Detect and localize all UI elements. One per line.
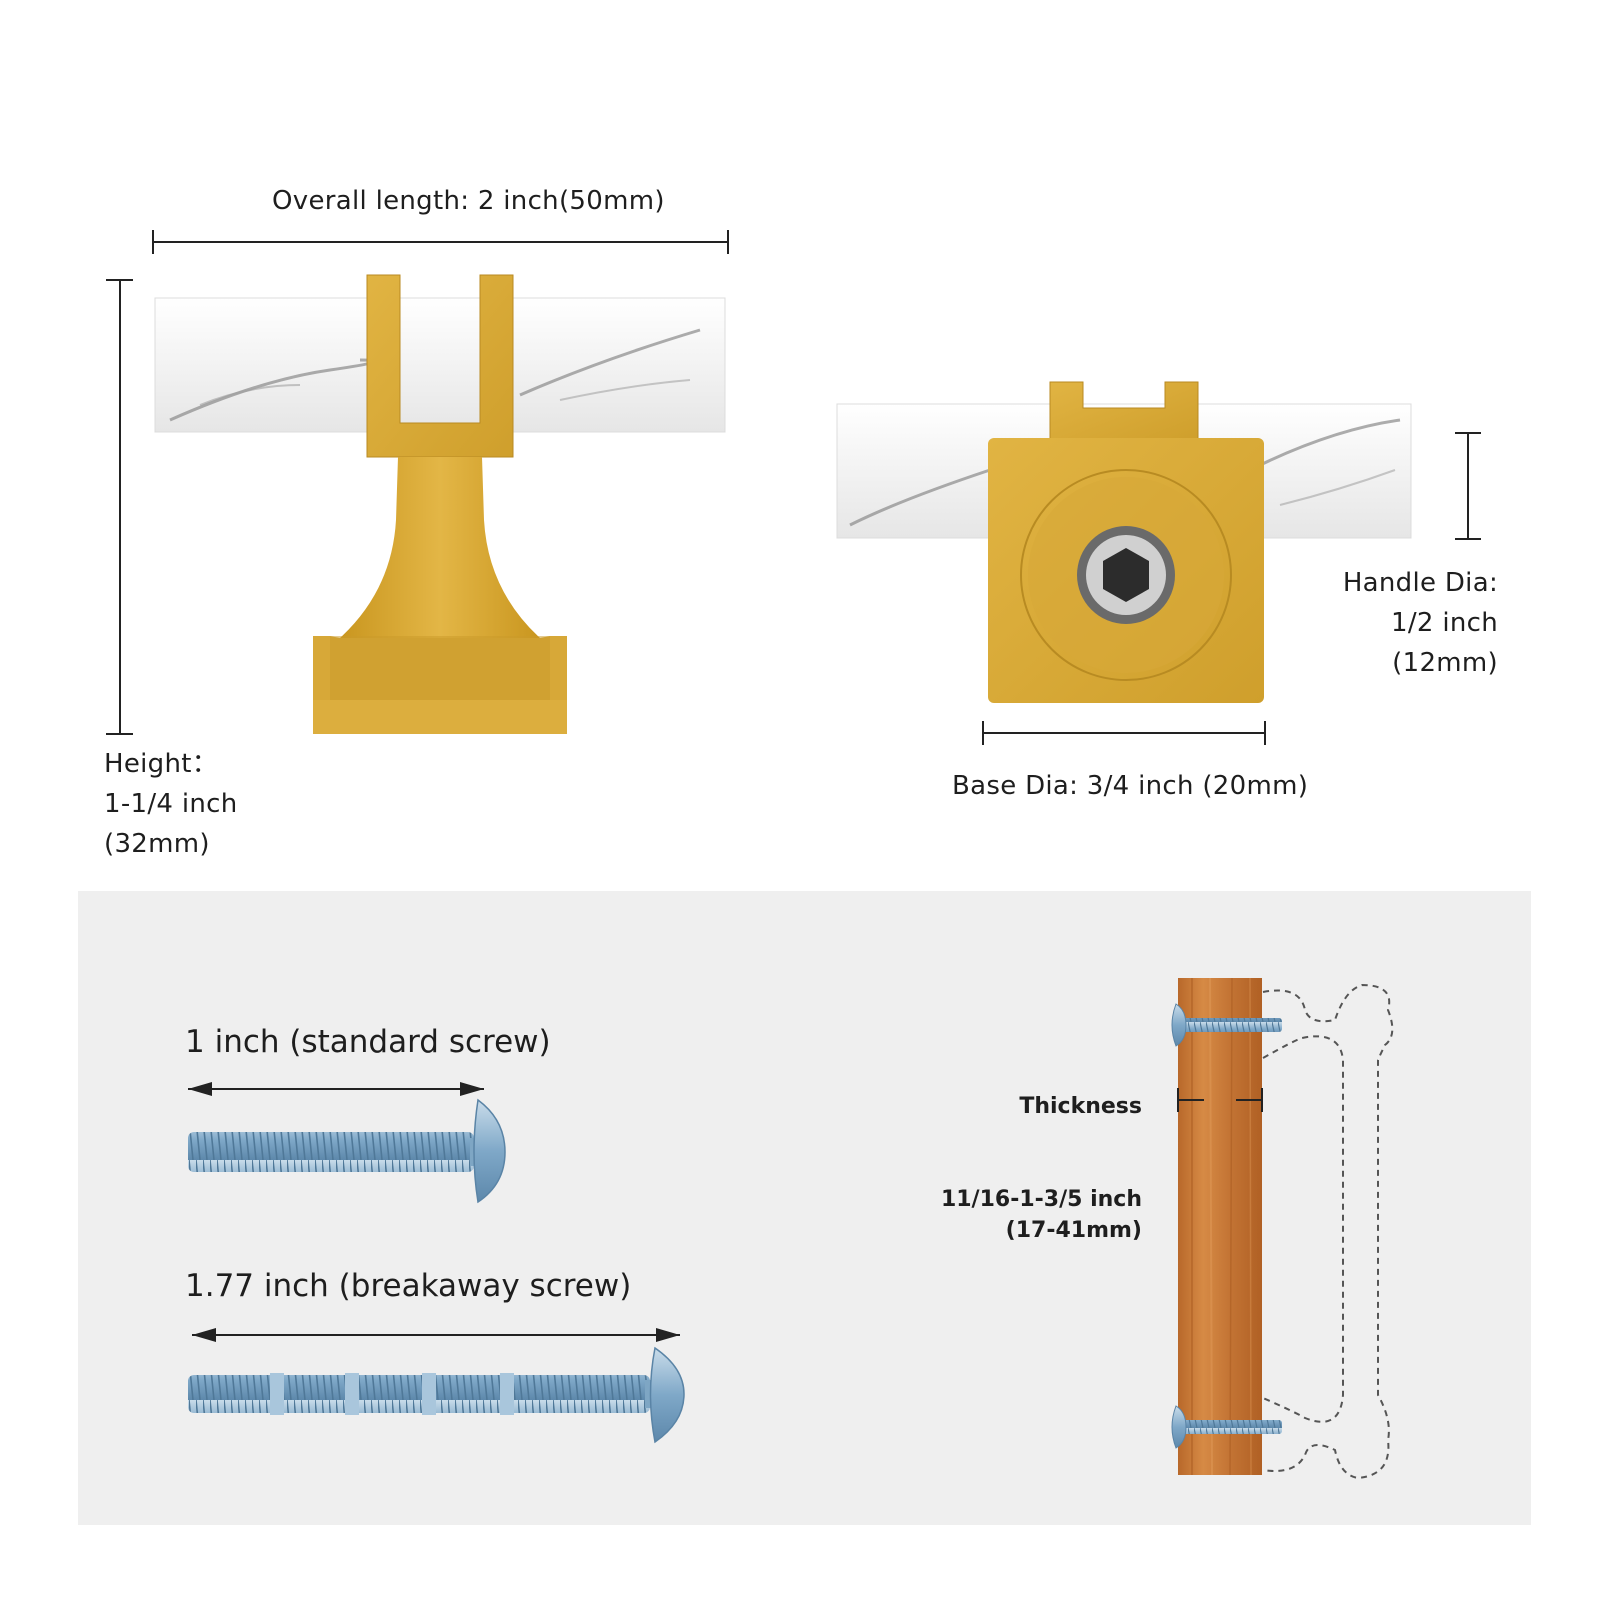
- breakaway-screw: [188, 1328, 685, 1444]
- standard-screw: [188, 1082, 506, 1204]
- thickness-range: 11/16-1-3/5 inch (17-41mm): [880, 1184, 1142, 1246]
- standard-screw-label: 1 inch (standard screw): [185, 1024, 551, 1060]
- height-label-line-2: 1-1/4 inch: [104, 789, 238, 819]
- handle-dia-label-line-3: (12mm): [1392, 648, 1498, 678]
- screw-panel: [78, 891, 1531, 1525]
- base-dia-dimension: [982, 721, 1266, 745]
- base-dia-label: Base Dia: 3/4 inch (20mm): [952, 771, 1309, 801]
- handle-dia-dimension: [1455, 432, 1481, 540]
- handle-dia-label-line-2: 1/2 inch: [1391, 608, 1498, 638]
- height-label: Height： 1-1/4 inch (32mm): [104, 744, 238, 864]
- thickness-range-line-1: 11/16-1-3/5 inch: [940, 1187, 1142, 1212]
- knob-side-view: [154, 274, 726, 734]
- overall-length-dimension: [152, 230, 729, 254]
- height-label-line-3: (32mm): [104, 829, 210, 859]
- handle-dia-label: Handle Dia: 1/2 inch (12mm): [1290, 563, 1498, 683]
- breakaway-screw-label: 1.77 inch (breakaway screw): [185, 1268, 632, 1304]
- height-dimension: [106, 279, 133, 735]
- overall-length-label: Overall length: 2 inch(50mm): [272, 186, 665, 216]
- door-thickness-diagram: [1171, 977, 1394, 1480]
- knob-front-view: [836, 381, 1412, 703]
- handle-dia-label-line-1: Handle Dia:: [1342, 568, 1498, 598]
- thickness-range-line-2: (17-41mm): [1005, 1218, 1142, 1243]
- thickness-label: Thickness: [1019, 1094, 1142, 1119]
- height-label-line-1: Height：: [104, 749, 219, 779]
